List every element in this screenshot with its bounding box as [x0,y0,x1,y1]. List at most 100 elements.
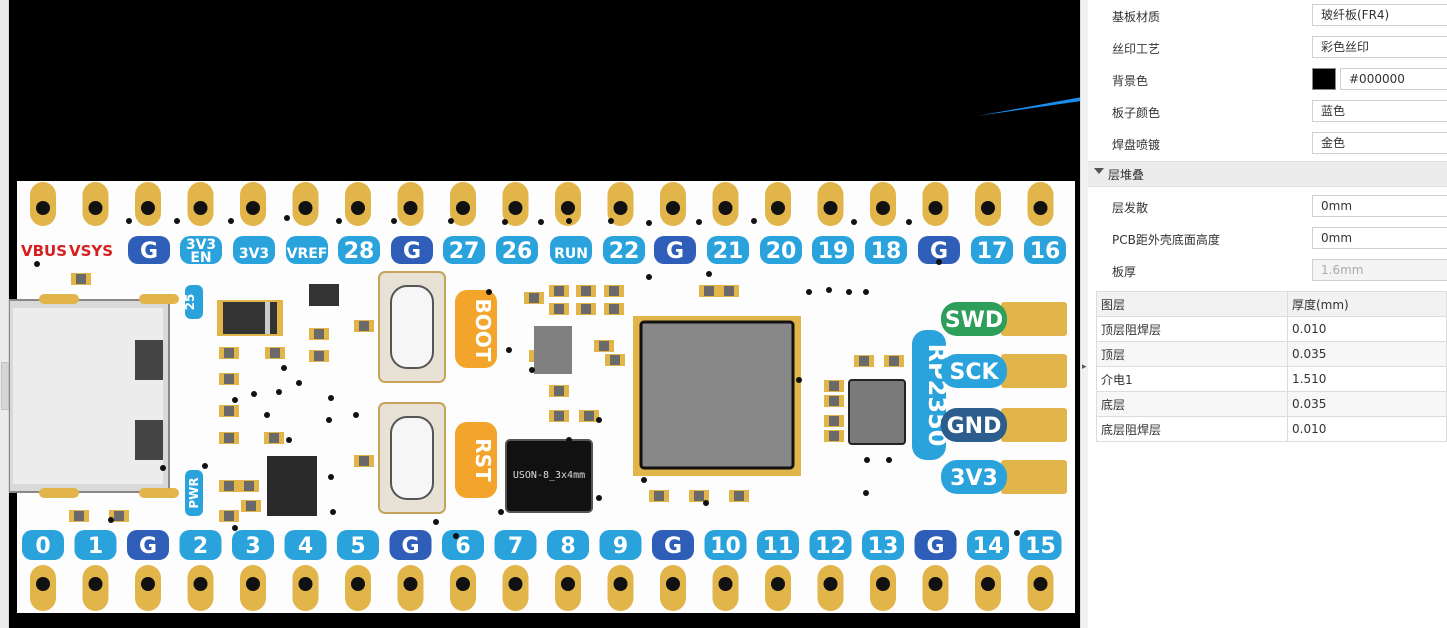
bottom-pin-label-bg [74,530,117,560]
smd-body [224,348,234,358]
via [906,219,912,225]
bottom-header-hole [36,577,50,591]
top-header-hole [771,201,785,215]
top-pin-label: G [930,239,948,264]
smd-body [74,511,84,521]
property-dropdown[interactable]: 金色 [1312,132,1447,154]
top-header-hole [823,201,838,215]
bottom-pin-label-bg [967,530,1009,560]
color-swatch[interactable] [1312,68,1336,90]
via [433,519,439,525]
thickness-cell: 1.510 [1287,366,1447,392]
top-pin-label-bg [550,236,592,264]
top-pin-label: RUN [554,246,588,262]
expand-triangle-icon[interactable] [1094,168,1104,174]
top-pin-label: 21 [713,239,744,264]
via [330,509,336,515]
bottom-header-hole [456,577,470,591]
via [353,412,359,418]
top-pin-label: G [666,239,684,264]
smd-body [246,501,256,511]
section-header-layer-stack[interactable]: 层堆叠 [1088,161,1447,187]
top-header-hole [456,201,470,215]
flash-chip-label: USON-8_3x4mm [513,470,585,481]
bottom-header-hole [298,577,313,591]
bottom-header-hole [666,577,680,591]
via [566,218,572,224]
left-collapse-handle[interactable] [1,362,9,410]
thickness-cell: 0.035 [1287,341,1447,367]
smd-body [224,374,234,384]
via [34,261,40,267]
bottom-pin-label-bg [547,530,589,560]
via [448,218,454,224]
top-pin-label-bg [128,236,170,264]
layer-name-cell: 介电1 [1096,366,1288,392]
splitter-arrow-icon[interactable]: ▸ [1082,362,1087,372]
top-pin-label-bg [707,236,749,264]
via [506,347,512,353]
bottom-pin-label-bg [757,530,799,560]
pwr-label-bg [185,470,203,516]
property-input[interactable]: 0mm [1312,195,1447,217]
top-pin-label: 17 [977,239,1008,264]
top-header-hole [508,201,523,215]
property-dropdown[interactable]: 蓝色 [1312,100,1447,122]
top-pin-label-bg [233,236,275,264]
boot-label: BOOT [471,299,495,362]
rst-label-bg [455,422,497,498]
via [751,218,757,224]
bottom-pin-label-bg [284,530,327,560]
column-header-layer: 图层 [1096,291,1288,317]
top-pin-label-bg [180,236,222,264]
top-pin-label: VREF [287,246,328,262]
via [596,495,602,501]
via [706,271,712,277]
via [646,274,652,280]
bottom-header-hole [246,577,260,591]
bottom-header-hole [193,577,208,591]
via [126,218,132,224]
via [806,289,812,295]
top-pin-label-bg [1024,236,1066,264]
property-row: 背景色#000000 [1088,64,1447,96]
smd-body [224,511,234,521]
via [641,477,647,483]
via [486,289,492,295]
property-dropdown[interactable]: 彩色丝印 [1312,36,1447,58]
via [284,215,290,221]
smd-body [704,286,714,296]
top-pin-label-bg [338,236,380,264]
via [696,219,702,225]
layer-name-cell: 顶层 [1096,341,1288,367]
via [174,218,180,224]
smd-body [554,386,564,396]
smd-body [599,341,609,351]
bottom-pin-label: 12 [815,534,846,559]
via [286,437,292,443]
top-header-hole [718,201,733,215]
property-dropdown[interactable]: 玻纤板(FR4) [1312,4,1447,26]
property-input[interactable]: 0mm [1312,227,1447,249]
smd-body [829,396,839,406]
top-header-hole [141,201,155,215]
bottom-pin-label: 14 [973,534,1004,559]
thickness-cell: 0.010 [1287,316,1447,342]
property-row: 板子颜色蓝色 [1088,96,1447,128]
regulator-body [267,456,317,516]
bottom-header-hole [771,577,785,591]
bottom-pin-label: 6 [455,534,470,559]
top-pin-label: G [403,239,421,264]
smd-body [829,416,839,426]
bottom-header-hole [613,577,628,591]
color-hex-input[interactable]: #000000 [1340,68,1447,90]
bottom-header-hole [351,577,365,591]
left-collapse-bar[interactable] [0,0,9,628]
